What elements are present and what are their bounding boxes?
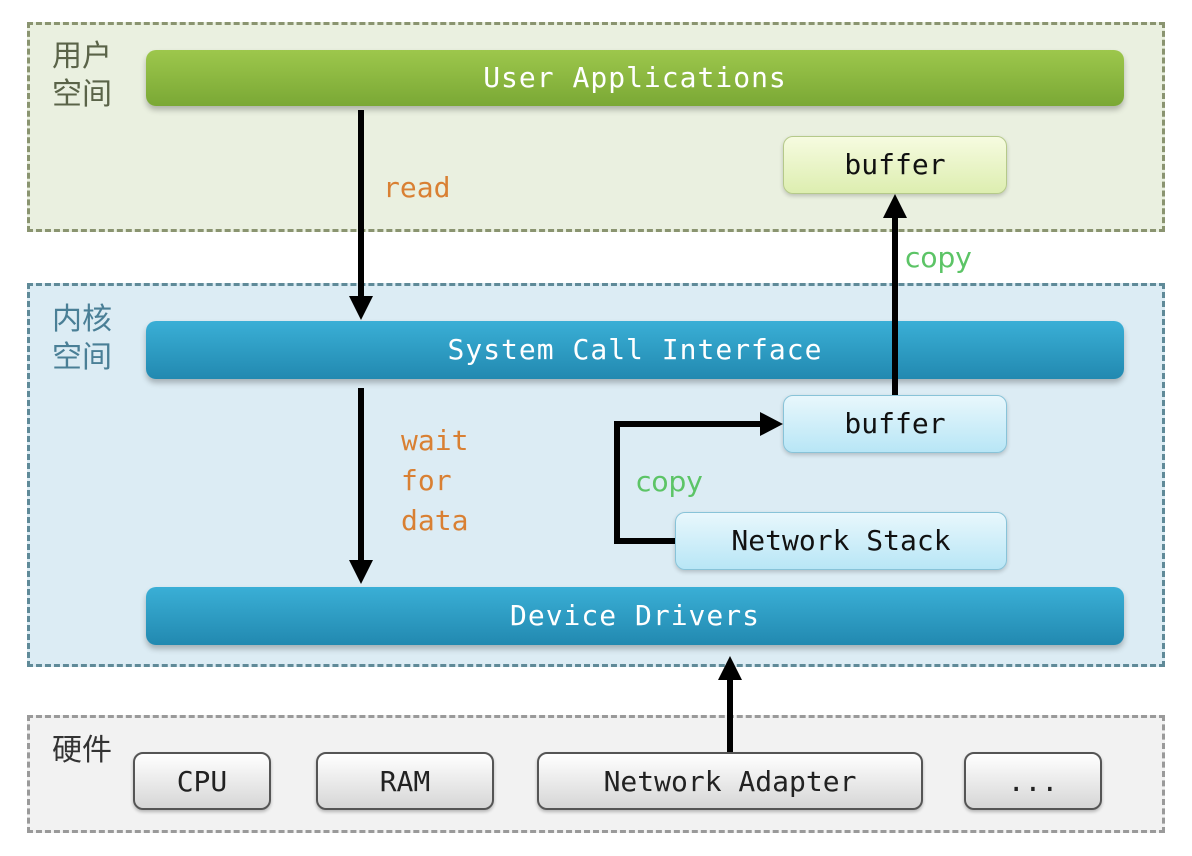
wait-for-data-annotation: wait for data bbox=[401, 424, 469, 537]
hardware-more: ... bbox=[964, 752, 1102, 810]
hardware-cpu: CPU bbox=[133, 752, 271, 810]
network-stack-box: Network Stack bbox=[675, 512, 1007, 570]
read-annotation: read bbox=[383, 171, 451, 204]
hardware-label: 硬件 bbox=[52, 733, 112, 768]
user-applications-layer: User Applications bbox=[146, 50, 1124, 106]
kernel-buffer-box: buffer bbox=[783, 395, 1007, 453]
user-buffer-box: buffer bbox=[783, 136, 1007, 194]
hardware-ram: RAM bbox=[316, 752, 494, 810]
hardware-network-adapter: Network Adapter bbox=[537, 752, 923, 810]
copy-to-user-annotation: copy bbox=[905, 241, 972, 274]
user-space-label: 用户 空间 bbox=[52, 39, 112, 112]
copy-to-buffer-annotation: copy bbox=[636, 465, 703, 498]
kernel-space-label: 内核 空间 bbox=[52, 302, 112, 375]
system-call-interface-layer: System Call Interface bbox=[146, 321, 1124, 379]
device-drivers-layer: Device Drivers bbox=[146, 587, 1124, 645]
